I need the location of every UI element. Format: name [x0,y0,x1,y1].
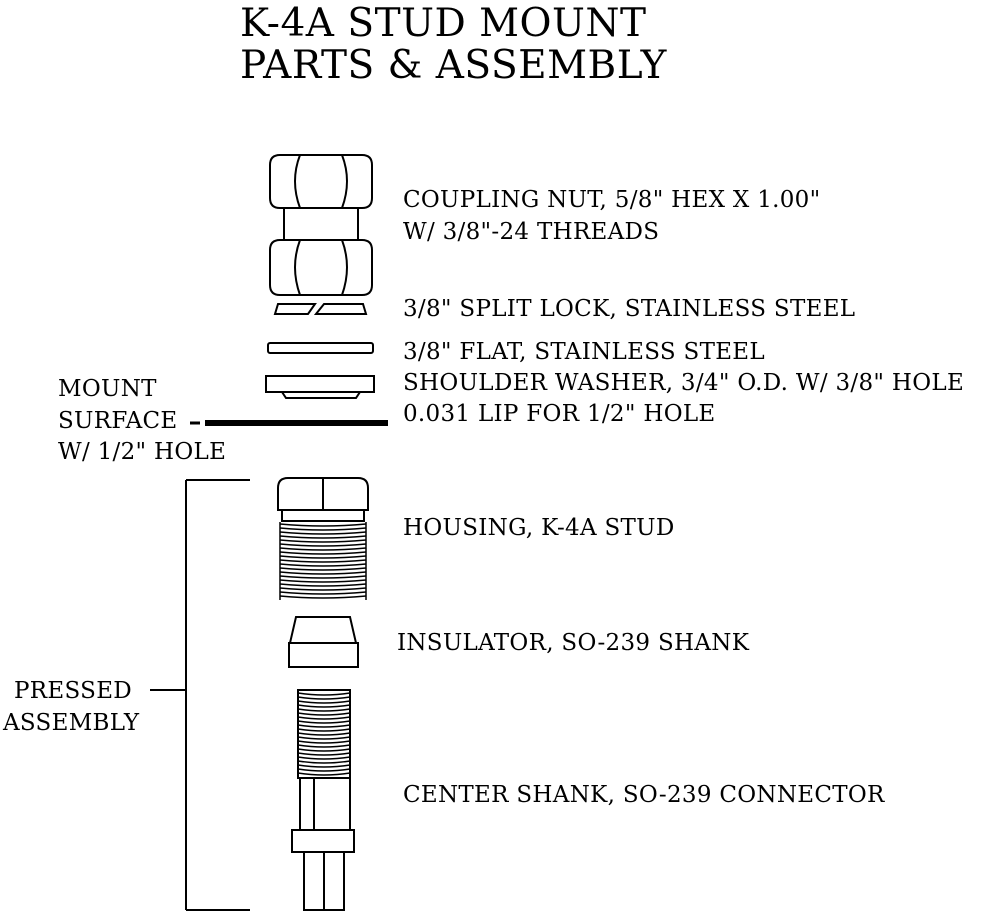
coupling-nut-label-1: COUPLING NUT, 5/8" HEX X 1.00" [403,187,821,213]
thread-line [279,539,367,543]
thread-line [279,567,367,571]
thread-line [279,579,367,583]
housing-label: HOUSING, K-4A STUD [403,515,675,541]
thread-line [297,732,351,736]
pressed-assembly-bracket [150,479,250,911]
thread-line [297,768,351,772]
shoulder-washer-label-1: SHOULDER WASHER, 3/4" O.D. W/ 3/8" HOLE [403,370,965,396]
thread-line [279,583,367,587]
mount-surface-label-2: SURFACE [58,408,178,434]
thread-line [297,772,351,776]
split-lock-drawing [273,303,368,315]
thread-line [297,704,351,708]
thread-line [279,575,367,579]
thread-line [297,716,351,720]
thread-line [297,752,351,756]
coupling-nut-label-2: W/ 3/8"-24 THREADS [403,219,660,245]
housing-drawing [277,477,369,600]
thread-line [297,724,351,728]
thread-line [297,708,351,712]
thread-line [279,591,367,595]
thread-line [297,736,351,740]
thread-line [297,728,351,732]
mount-surface-label-1: MOUNT [58,376,157,402]
flat-washer-drawing [267,342,374,354]
title-line-1: K-4A STUD MOUNT [240,1,647,46]
thread-line [279,527,367,531]
shoulder-washer-drawing [265,375,375,399]
thread-line [279,523,367,527]
thread-line [297,748,351,752]
thread-line [297,744,351,748]
thread-line [297,720,351,724]
thread-line [279,535,367,539]
thread-line [297,712,351,716]
thread-line [279,563,367,567]
insulator-drawing [288,616,359,668]
title-line-2: PARTS & ASSEMBLY [240,43,667,88]
center-shank-label: CENTER SHANK, SO-239 CONNECTOR [403,782,885,808]
shoulder-washer-label-2: 0.031 LIP FOR 1/2" HOLE [403,401,716,427]
center-shank-drawing [291,689,355,911]
thread-line [279,559,367,563]
coupling-nut-drawing [269,154,373,296]
thread-line [297,696,351,700]
thread-line [297,692,351,696]
thread-line [279,571,367,575]
pressed-assembly-label-2: ASSEMBLY [3,710,140,736]
thread-line [297,756,351,760]
insulator-label: INSULATOR, SO-239 SHANK [397,630,750,656]
thread-line [279,555,367,559]
pressed-assembly-label-1: PRESSED [14,678,133,704]
thread-line [279,587,367,591]
mount-surface-label-3: W/ 1/2" HOLE [58,439,227,465]
thread-line [297,764,351,768]
thread-line [297,740,351,744]
thread-line [279,531,367,535]
thread-line [279,551,367,555]
thread-line [297,700,351,704]
flat-washer-label: 3/8" FLAT, STAINLESS STEEL [403,339,765,365]
thread-line [279,595,367,599]
thread-line [279,547,367,551]
split-lock-label: 3/8" SPLIT LOCK, STAINLESS STEEL [403,296,856,322]
thread-line [279,543,367,547]
thread-line [297,760,351,764]
